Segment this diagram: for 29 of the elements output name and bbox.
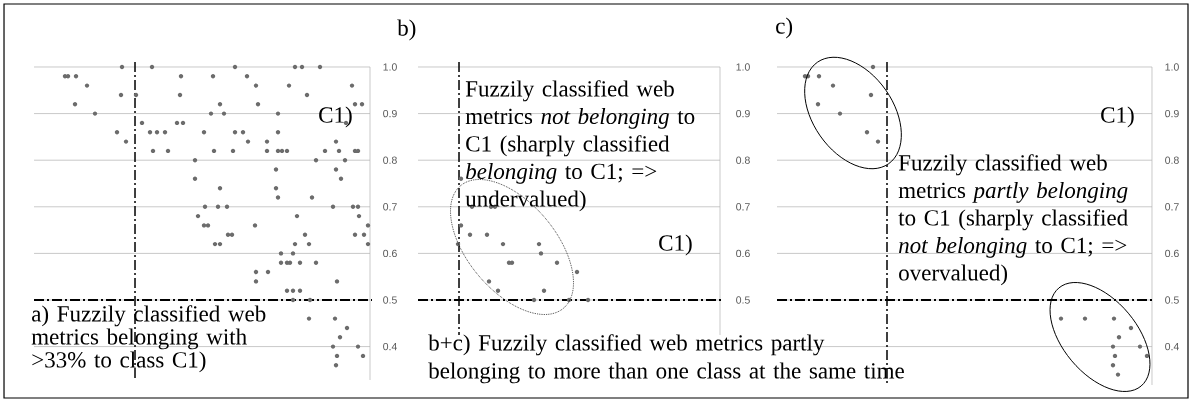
tick-label: 0.7 [1165,203,1179,211]
tick-label: 0.4 [383,342,397,351]
annotation: a) Fuzzily classified web metrics belonging with >33% to class C1) [31,305,266,373]
tick-label: 0.5 [1165,296,1179,304]
tick-label: 0.6 [1165,249,1179,258]
tick-label: 0.9 [736,109,750,118]
panel-label: b) [397,19,416,41]
tick-label: 0.5 [383,296,397,304]
annotation: b+c) Fuzzily classified web metrics partly belonging to more than one class at the same time [428,334,904,384]
tick-label: 0.6 [736,249,750,258]
tick-label: 1.0 [1165,63,1179,71]
tick-label: 1.0 [383,63,397,71]
class-label: C1) [659,234,692,256]
tick-label: 0.5 [736,296,750,304]
tick-label: 0.8 [736,156,750,164]
tick-label: 0.4 [1165,342,1179,351]
tick-label: 0.7 [736,203,750,211]
annotation: Fuzzily classified web metrics partly belonging to C1 (sharply classified not belonging to C1; => overvalued) [898,154,1128,286]
tick-label: 0.9 [1165,109,1179,118]
tick-label: 0.9 [383,109,397,118]
tick-label: 1.0 [736,63,750,71]
tick-label: 0.7 [383,203,397,211]
annotation: Fuzzily classified web metrics not belonging to C1 (sharply classified belonging to C1; => undervalued) [465,80,695,212]
class-label: C1) [319,106,352,128]
tick-label: 0.8 [1165,156,1179,164]
tick-label: 0.6 [383,249,397,258]
panel-label: c) [776,17,793,39]
tick-label: 0.8 [383,156,397,164]
class-label: C1) [1101,106,1134,128]
